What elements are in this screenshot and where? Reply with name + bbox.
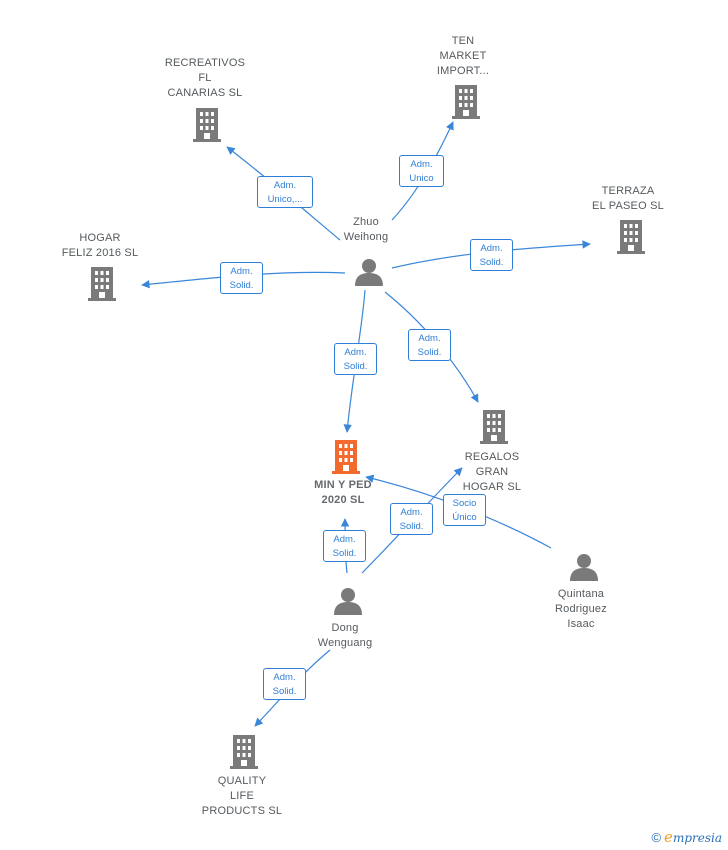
- node-label-hogar-feliz[interactable]: HOGAR FELIZ 2016 SL: [61, 232, 139, 259]
- building-icon: [617, 220, 645, 254]
- building-icon: [230, 735, 258, 769]
- edge-label-zhuo-min-y-ped: Adm. Solid.: [334, 343, 377, 375]
- edge-label-zhuo-regalos: Adm. Solid.: [408, 329, 451, 361]
- node-label-recreativos[interactable]: RECREATIVOS FL CANARIAS SL: [164, 57, 246, 99]
- node-label-quintana[interactable]: Quintana Rodriguez Isaac: [555, 588, 607, 630]
- edge-label-zhuo-recreativos: Adm. Unico,...: [257, 176, 313, 208]
- edge-label-zhuo-hogar-feliz: Adm. Solid.: [220, 262, 263, 294]
- person-icon: [334, 588, 362, 615]
- empresia-logo[interactable]: ©empresia: [651, 828, 722, 846]
- copyright-icon: ©: [651, 830, 662, 845]
- edge-label-zhuo-ten-market: Adm. Unico: [399, 155, 444, 187]
- node-label-regalos[interactable]: REGALOS GRAN HOGAR SL: [462, 451, 522, 493]
- building-icon: [88, 267, 116, 301]
- edge-label-dong-regalos: Adm. Solid.: [390, 503, 433, 535]
- person-icon: [355, 259, 383, 286]
- person-icon: [570, 554, 598, 581]
- empresia-initial: e: [664, 828, 673, 846]
- building-icon: [480, 410, 508, 444]
- node-label-dong[interactable]: Dong Wenguang: [317, 622, 373, 649]
- edge-label-dong-min-y-ped: Adm. Solid.: [323, 530, 366, 562]
- node-label-zhuo[interactable]: Zhuo Weihong: [343, 216, 389, 243]
- node-label-min-y-ped[interactable]: MIN Y PED 2020 SL: [314, 479, 372, 506]
- edge-label-quintana-min-y-ped: Socio Único: [443, 494, 486, 526]
- node-label-quality[interactable]: QUALITY LIFE PRODUCTS SL: [201, 775, 283, 817]
- building-icon: [332, 440, 360, 474]
- node-label-terraza[interactable]: TERRAZA EL PASEO SL: [592, 185, 664, 212]
- empresia-wordmark: mpresia: [672, 831, 722, 845]
- edge-label-zhuo-terraza: Adm. Solid.: [470, 239, 513, 271]
- edge-label-dong-quality: Adm. Solid.: [263, 668, 306, 700]
- building-icon: [193, 108, 221, 142]
- building-icon: [452, 85, 480, 119]
- node-label-ten-market[interactable]: TEN MARKET IMPORT...: [436, 35, 490, 77]
